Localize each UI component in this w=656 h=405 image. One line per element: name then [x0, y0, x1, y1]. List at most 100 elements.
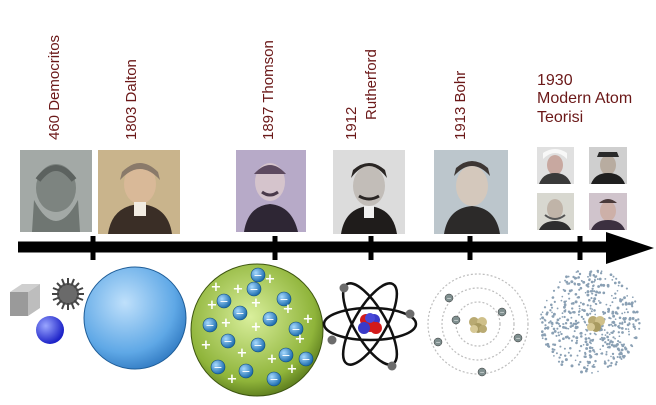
- cloud-dot: [570, 280, 574, 284]
- cloud-dot: [565, 280, 569, 284]
- cloud-dot: [599, 272, 603, 275]
- cloud-dot: [595, 303, 598, 306]
- cloud-dot: [628, 330, 630, 333]
- cloud-dot: [559, 345, 562, 348]
- cloud-dot: [541, 337, 544, 340]
- cloud-dot: [617, 284, 620, 287]
- bohr-electrons: [433, 293, 523, 377]
- cloud-dot: [553, 329, 557, 333]
- cloud-dot: [612, 275, 615, 278]
- cloud-dot: [557, 331, 560, 334]
- electron-minus-sign: −: [235, 307, 244, 320]
- cloud-dot: [546, 326, 550, 329]
- cloud-dot: [606, 331, 609, 334]
- electron: [202, 317, 218, 333]
- cloud-dot: [551, 331, 555, 335]
- cloud-dot: [546, 342, 549, 345]
- cloud-dot: [569, 325, 573, 328]
- electron-minus-sign: −: [223, 335, 232, 348]
- proton-plus-sign: +: [283, 302, 294, 317]
- cloud-dot: [589, 332, 592, 335]
- cloud-dot: [573, 330, 576, 333]
- cloud-dot: [586, 364, 589, 367]
- proton-plus-sign: +: [287, 362, 298, 377]
- proton-plus-sign: +: [295, 332, 306, 347]
- cloud-dot: [563, 315, 566, 319]
- cloud-dot: [572, 335, 575, 338]
- cloud-dot: [563, 303, 567, 306]
- cloud-dot: [551, 315, 554, 318]
- cloud-dot: [557, 322, 560, 325]
- cloud-dot: [545, 312, 549, 316]
- cloud-dot: [572, 275, 575, 279]
- cloud-dot: [582, 309, 586, 313]
- cloud-dot: [600, 328, 603, 332]
- cloud-dot: [603, 311, 607, 315]
- cloud-dot: [616, 289, 619, 292]
- cloud-dot: [621, 298, 624, 301]
- electron-minus-sign: −: [253, 269, 262, 282]
- electron-minus-sign: −: [279, 293, 288, 306]
- cloud-dot: [593, 297, 597, 301]
- cloud-dot: [589, 289, 593, 293]
- cloud-dot: [562, 325, 565, 329]
- cloud-dot: [633, 325, 636, 329]
- portrait-modern-2: [589, 147, 627, 184]
- cloud-dot: [592, 299, 596, 303]
- electron: [220, 333, 236, 349]
- cloud-dot: [551, 296, 554, 299]
- cloud-dot: [637, 318, 640, 321]
- cloud-dot: [543, 306, 547, 309]
- cloud-dot: [569, 311, 572, 315]
- cloud-dot: [634, 311, 637, 314]
- cloud-dot: [556, 327, 559, 330]
- cloud-dot: [620, 327, 624, 330]
- cloud-dot: [589, 304, 592, 307]
- electron-minus-sign: −: [241, 365, 250, 378]
- cloud-dot: [567, 327, 570, 330]
- cloud-dot: [541, 321, 544, 324]
- cloud-dot: [588, 278, 591, 281]
- proton-plus-sign: +: [207, 298, 218, 313]
- cloud-dot: [568, 282, 571, 285]
- cloud-dot: [590, 310, 593, 313]
- cloud-dot: [594, 359, 597, 363]
- cloud-dot: [624, 347, 628, 351]
- label-modern-atom: 1930 Modern Atom Teorisi: [537, 72, 632, 127]
- cloud-dot: [620, 352, 623, 356]
- proton-plus-sign: +: [237, 346, 248, 361]
- portrait-modern-1: [537, 147, 574, 184]
- cloud-dot: [616, 342, 619, 346]
- proton-plus-sign: +: [211, 280, 222, 295]
- electron-minus-sign: −: [301, 353, 310, 366]
- cloud-dot: [567, 337, 571, 340]
- cloud-dot: [623, 296, 626, 300]
- cloud-dot: [614, 318, 617, 321]
- cloud-dot: [588, 346, 592, 350]
- cloud-dot: [587, 275, 589, 278]
- cloud-dot: [608, 333, 611, 336]
- cloud-dot: [599, 283, 603, 287]
- cloud-dot: [551, 311, 553, 314]
- cloud-dot: [612, 356, 615, 359]
- cloud-dot: [556, 307, 559, 310]
- cloud-dot: [561, 312, 564, 315]
- svg-text:−: −: [446, 295, 451, 302]
- cloud-dot: [574, 359, 577, 362]
- cloud-dot: [561, 316, 564, 318]
- cloud-dot: [552, 289, 556, 292]
- cloud-dot: [618, 316, 622, 320]
- cloud-dot: [609, 273, 613, 277]
- cloud-dot: [587, 337, 590, 340]
- cloud-dot: [592, 274, 596, 277]
- blue-ball: [36, 316, 64, 344]
- cloud-dot: [628, 316, 632, 320]
- electron: [250, 337, 266, 353]
- cloud-dot: [570, 339, 574, 342]
- cloud-dot: [584, 352, 587, 356]
- cloud-dot: [605, 350, 608, 353]
- portrait-thomson: [236, 150, 306, 232]
- cloud-dot: [568, 289, 572, 293]
- cloud-dot: [622, 356, 625, 359]
- cloud-dot: [614, 337, 616, 340]
